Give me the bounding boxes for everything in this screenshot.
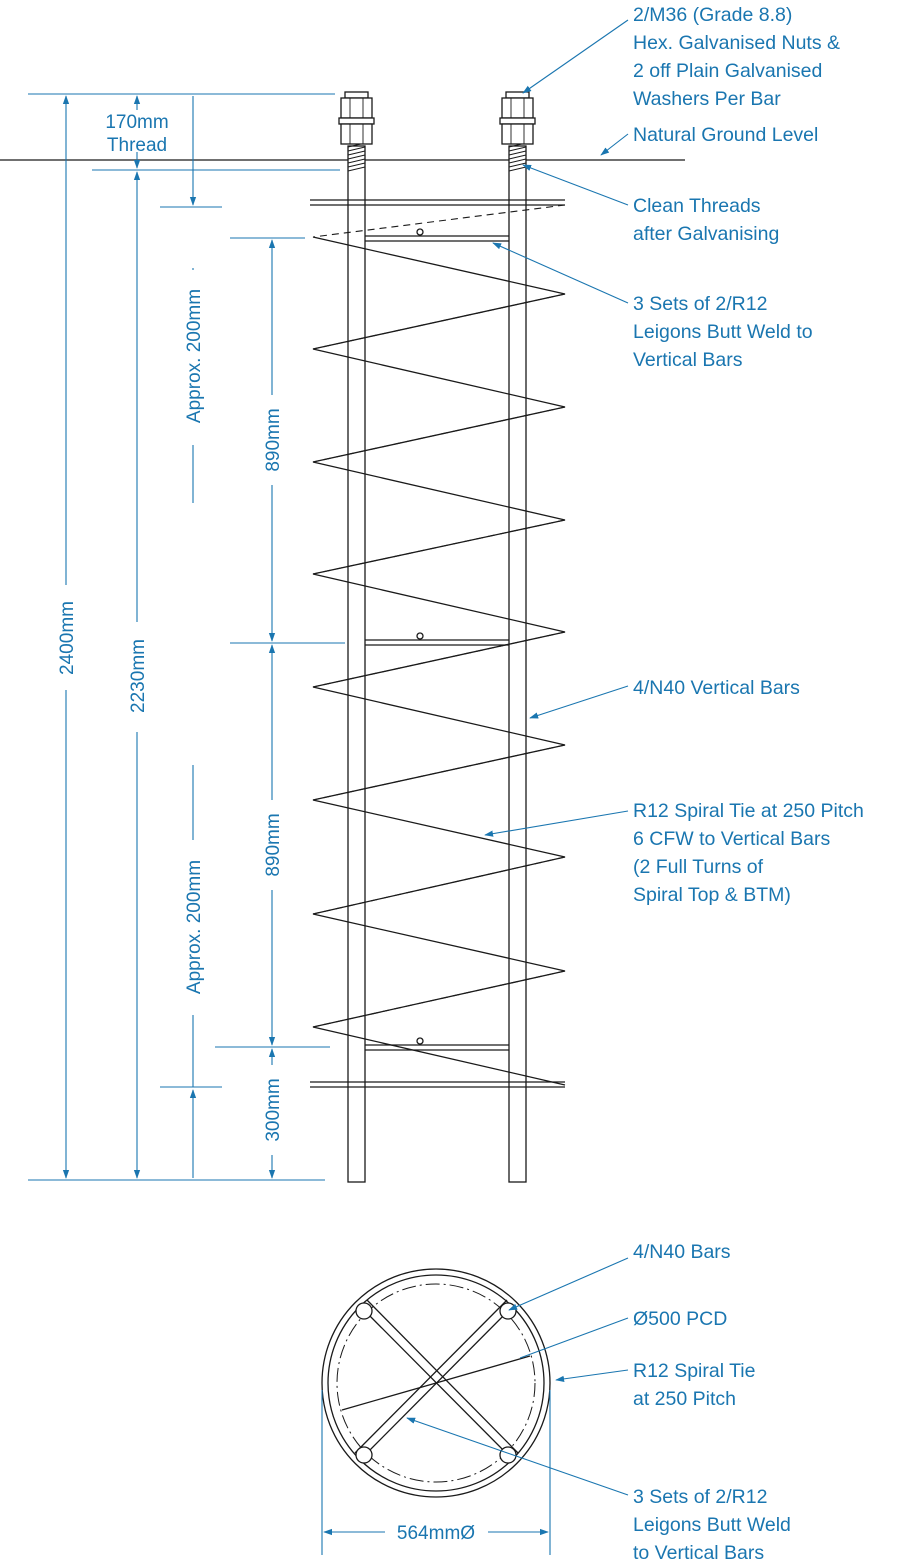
dimension-upper-spacing: 890mm (263, 239, 284, 642)
callout-ground-level: Natural Ground Level (633, 124, 818, 146)
plan-ligatures (354, 1299, 519, 1460)
dimension-bottom: 300mm (263, 1048, 284, 1179)
extension-lines (28, 93, 345, 1181)
plan-leaders (406, 1257, 629, 1496)
elevation-view: 2400mm 2230mm 170mm Thread Approx. 200mm (0, 4, 869, 1183)
plan-view: 564mmØ 4/N40 Bars Ø500 PCD R12 Spiral Ti… (321, 1241, 796, 1564)
spiral-tie-front (312, 236, 566, 1086)
pcd-circle (336, 1283, 536, 1483)
dimension-overall-label: 2400mm (57, 601, 78, 675)
dimension-diameter-label: 564mmØ (397, 1523, 475, 1544)
plan-bar-top-left (355, 1302, 373, 1320)
ligature-middle (365, 632, 509, 646)
spiral-inner-circle (327, 1274, 545, 1492)
spiral-outer-circle (321, 1268, 551, 1498)
callout-plan-spiral: R12 Spiral Tie at 250 Pitch (633, 1360, 761, 1410)
pcd-diameter-line (341, 1355, 531, 1411)
dimension-thread-label: Thread (107, 135, 167, 156)
callout-plan-ligatures: 3 Sets of 2/R12 Leigons Butt Weld to Ver… (633, 1486, 796, 1564)
plan-bar-bottom-left (355, 1446, 373, 1464)
dimension-embedded-label: 2230mm (128, 639, 149, 713)
nut-assembly-right (499, 91, 536, 145)
plan-bar-top-right (499, 1302, 517, 1320)
ligature-top (365, 228, 509, 242)
callout-plan-bars: 4/N40 Bars (633, 1241, 731, 1263)
ligature-bottom (365, 1037, 509, 1051)
dimension-embedded: 2230mm (128, 171, 149, 1179)
dimension-diameter: 564mmØ (321, 1390, 551, 1555)
dimension-spiral-top-label: Approx. 200mm (184, 289, 205, 423)
vertical-bar-left (347, 142, 366, 1183)
spiral-tie-back (312, 204, 566, 238)
dimension-lower-spacing: 890mm (263, 644, 284, 1046)
dimension-bottom-label: 300mm (263, 1078, 284, 1141)
callout-vertical-bars: 4/N40 Vertical Bars (633, 677, 800, 699)
elevation-leaders (484, 19, 629, 837)
dimension-overall: 2400mm (57, 95, 78, 1179)
nut-assembly-left (338, 91, 375, 145)
callout-ligatures: 3 Sets of 2/R12 Leigons Butt Weld to Ver… (633, 293, 818, 371)
callout-plan-pcd: Ø500 PCD (633, 1308, 727, 1330)
dimension-spiral-bottom: Approx. 200mm (184, 765, 205, 1178)
plan-bar-bottom-right (499, 1446, 517, 1464)
dimension-spiral-bottom-label: Approx. 200mm (184, 860, 205, 994)
dimension-lower-spacing-label: 890mm (263, 813, 284, 876)
dimension-upper-spacing-label: 890mm (263, 408, 284, 471)
vertical-bar-right (508, 142, 527, 1183)
spiral-full-turns (310, 199, 565, 1088)
dimension-thread: 170mm Thread (105, 95, 169, 169)
callout-threads: Clean Threads after Galvanising (633, 195, 779, 245)
callout-spiral-tie: R12 Spiral Tie at 250 Pitch 6 CFW to Ver… (633, 800, 869, 906)
callout-nuts: 2/M36 (Grade 8.8) Hex. Galvanised Nuts &… (633, 4, 845, 110)
dimension-spiral-top: Approx. 200mm (184, 96, 205, 503)
dimension-thread-value: 170mm (105, 112, 168, 133)
